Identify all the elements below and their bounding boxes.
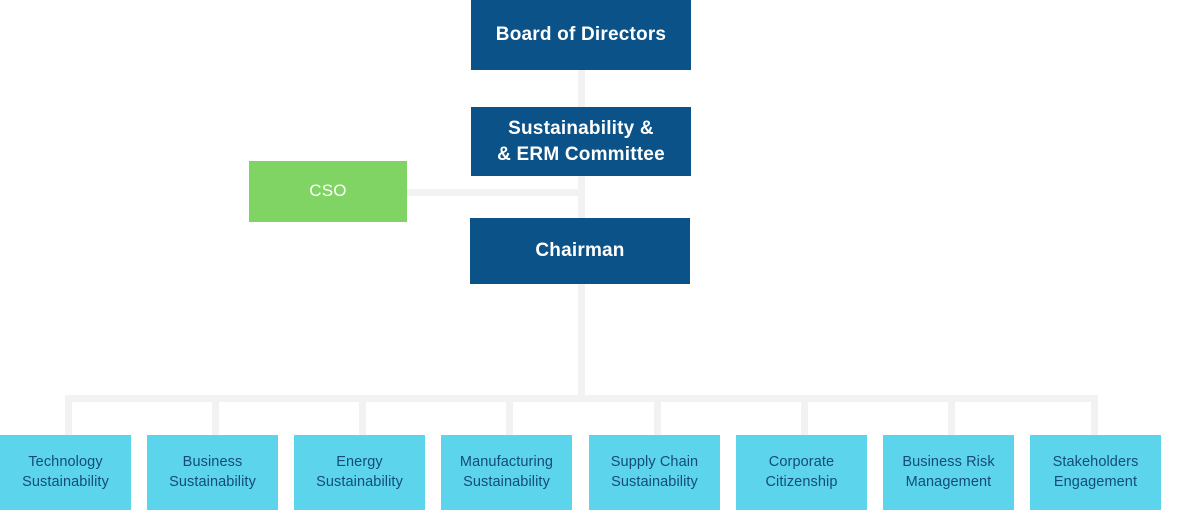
node-board-of-directors[interactable]: Board of Directors xyxy=(471,0,691,70)
node-sustainability-erm-committee-label: Sustainability & & ERM Committee xyxy=(497,117,665,165)
node-cso[interactable]: CSO xyxy=(249,161,407,222)
connector-drop-5 xyxy=(654,395,661,438)
connector-drop-8 xyxy=(1091,395,1098,438)
node-unit-manufacturing-sustainability[interactable]: Manufacturing Sustainability xyxy=(441,435,572,510)
connector-drop-1 xyxy=(65,395,72,438)
connector-committee-to-chairman xyxy=(578,176,585,219)
node-chairman-label: Chairman xyxy=(535,240,625,262)
node-unit-business-risk-management-label: Business Risk Management xyxy=(902,453,995,490)
node-cso-label: CSO xyxy=(309,181,347,201)
connector-drop-4 xyxy=(506,395,513,438)
node-unit-manufacturing-sustainability-label: Manufacturing Sustainability xyxy=(459,453,554,490)
connector-chairman-trunk-vertical xyxy=(578,284,585,396)
connector-board-to-committee xyxy=(578,70,585,108)
node-unit-stakeholders-engagement[interactable]: Stakeholders Engagement xyxy=(1030,435,1161,510)
node-unit-corporate-citizenship[interactable]: Corporate Citizenship xyxy=(736,435,867,510)
node-sustainability-erm-committee[interactable]: Sustainability & & ERM Committee xyxy=(471,107,691,176)
node-unit-energy-sustainability-label: Energy Sustainability xyxy=(316,453,403,490)
node-unit-energy-sustainability[interactable]: Energy Sustainability xyxy=(294,435,425,510)
node-unit-technology-sustainability[interactable]: Technology Sustainability xyxy=(0,435,131,510)
connector-drop-7 xyxy=(948,395,955,438)
node-unit-supply-chain-sustainability-label: Supply Chain Sustainability xyxy=(610,453,699,490)
node-board-of-directors-label: Board of Directors xyxy=(495,24,667,46)
connector-drop-2 xyxy=(212,395,219,438)
connector-horizontal-bus xyxy=(65,395,1098,402)
node-unit-business-sustainability-label: Business Sustainability xyxy=(169,453,256,490)
node-unit-corporate-citizenship-label: Corporate Citizenship xyxy=(765,453,838,490)
node-unit-business-risk-management[interactable]: Business Risk Management xyxy=(883,435,1014,510)
node-unit-technology-sustainability-label: Technology Sustainability xyxy=(22,453,109,490)
connector-drop-3 xyxy=(359,395,366,438)
node-unit-supply-chain-sustainability[interactable]: Supply Chain Sustainability xyxy=(589,435,720,510)
node-unit-business-sustainability[interactable]: Business Sustainability xyxy=(147,435,278,510)
node-chairman[interactable]: Chairman xyxy=(470,218,690,284)
node-unit-stakeholders-engagement-label: Stakeholders Engagement xyxy=(1052,453,1139,490)
connector-drop-6 xyxy=(801,395,808,438)
connector-cso-to-trunk xyxy=(407,189,585,196)
